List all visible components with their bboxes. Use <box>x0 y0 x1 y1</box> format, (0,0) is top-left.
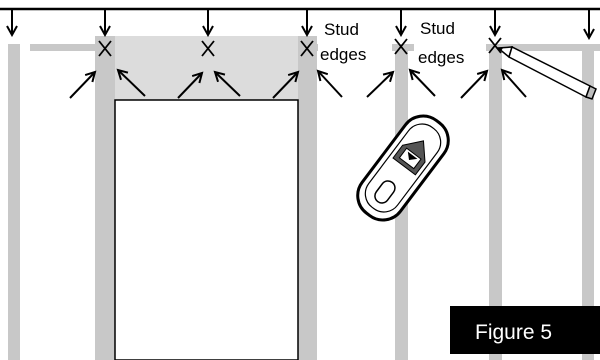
annotation-line1: Stud <box>420 19 455 38</box>
stud-opening-right <box>298 36 317 360</box>
pointer-arrow <box>502 70 527 98</box>
stud-6 <box>582 44 594 360</box>
pointer-arrow <box>460 71 487 99</box>
stud-opening-left <box>95 36 115 360</box>
pointer-arrow <box>215 72 241 97</box>
x-mark <box>201 40 215 57</box>
pointer-arrows <box>69 70 527 99</box>
annotation-line1: Stud <box>324 20 359 39</box>
pointer-arrow <box>177 73 202 99</box>
x-marks <box>98 37 502 57</box>
pointer-arrow <box>366 72 393 98</box>
pointer-arrow <box>410 70 436 97</box>
pointer-arrow <box>272 72 298 99</box>
stud-5 <box>489 44 502 360</box>
wall-opening <box>114 99 299 360</box>
stud-finder-icon <box>356 114 450 222</box>
annotation-line2: edges <box>320 45 366 64</box>
pointer-arrow <box>69 72 95 99</box>
annotation-line2: edges <box>418 48 464 67</box>
x-mark <box>488 37 502 54</box>
pointer-arrow <box>118 70 146 97</box>
annotation-2: Stud edges <box>414 16 486 70</box>
x-mark <box>98 40 112 57</box>
annotation-1: Stud edges <box>318 16 392 70</box>
figure-label: Figure 5 <box>450 306 600 354</box>
studs <box>8 36 594 360</box>
pointer-arrow <box>318 71 343 98</box>
x-mark <box>300 40 314 57</box>
stud-1 <box>8 44 20 360</box>
top-line <box>0 7 600 38</box>
x-mark <box>394 38 408 55</box>
figure-label-text: Figure 5 <box>475 321 552 344</box>
pencil-icon <box>496 45 597 100</box>
